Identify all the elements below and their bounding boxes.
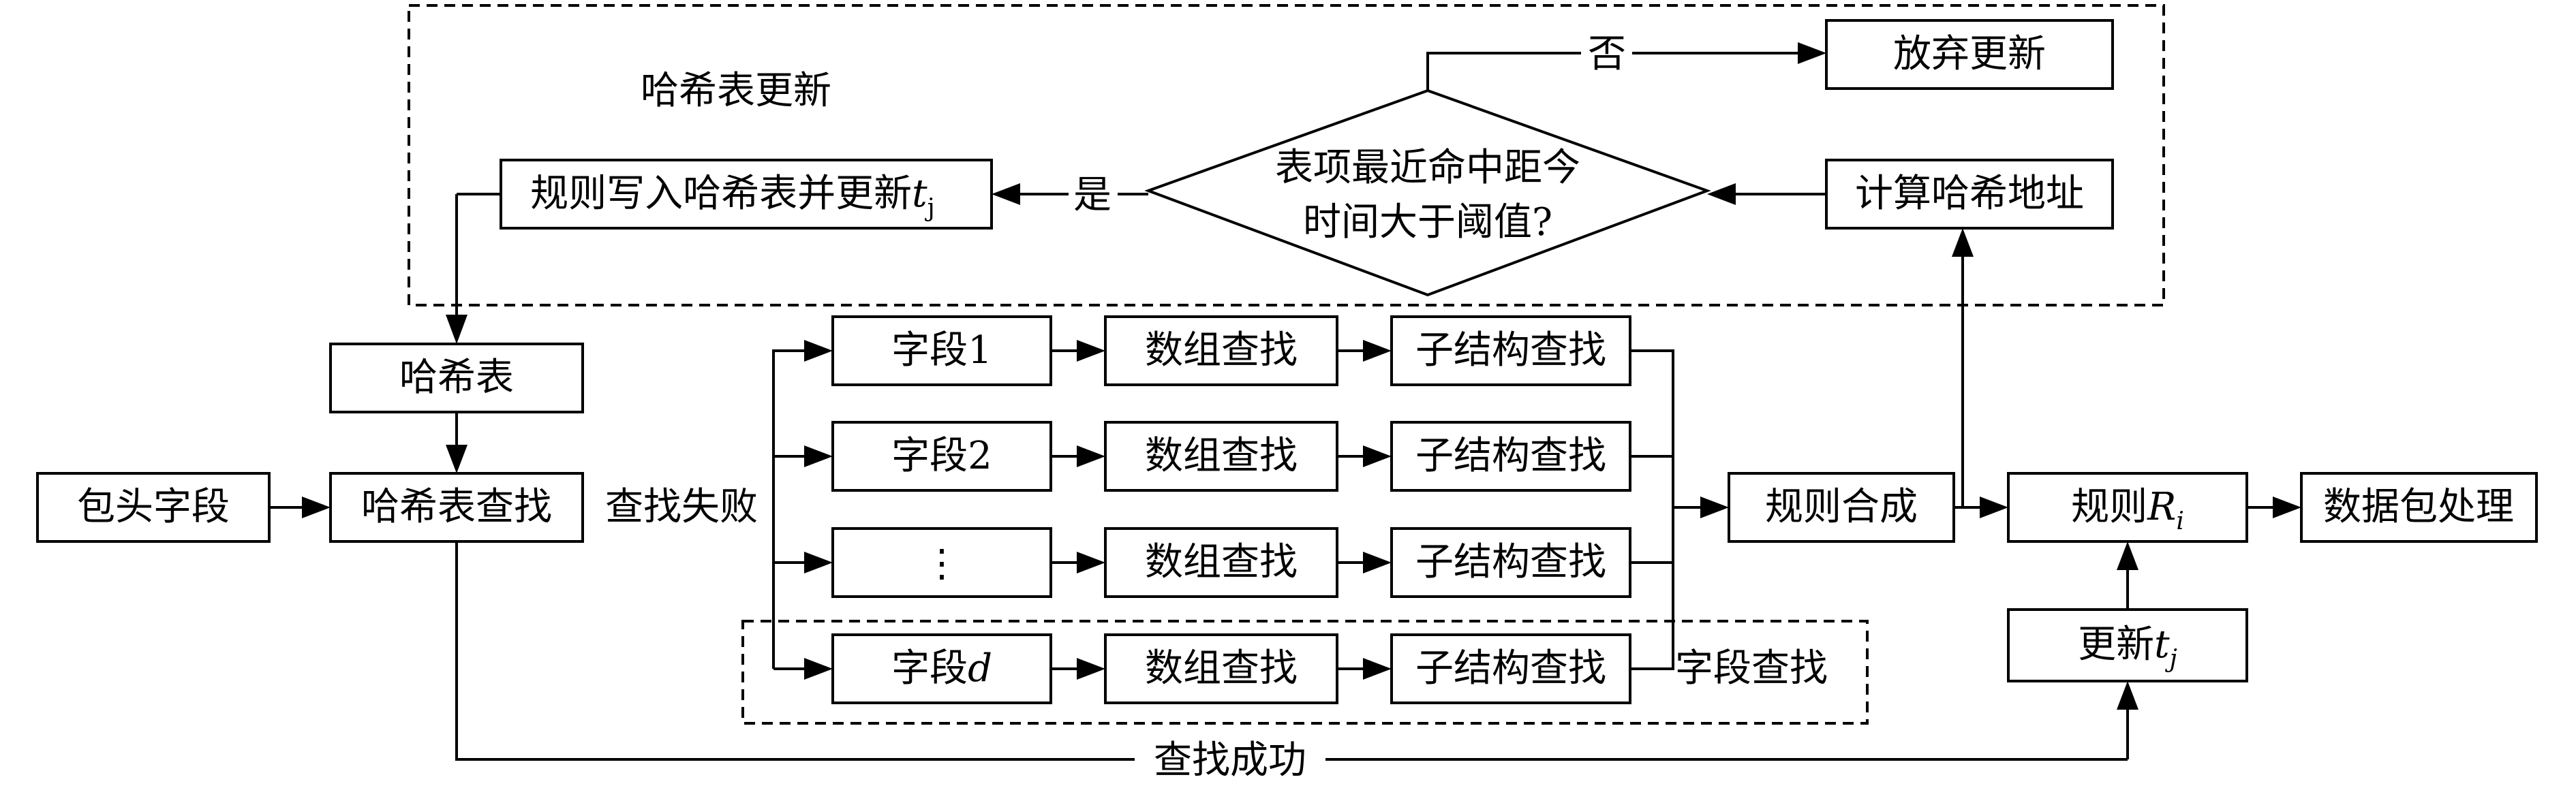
- condition-line1: 表项最近命中距今: [1275, 146, 1580, 190]
- condition-line2: 时间大于阈值?: [1303, 200, 1552, 245]
- arrow-to-rule-ri-2: [2117, 541, 2138, 570]
- array-lookup-1-label: 数组查找: [1145, 328, 1298, 373]
- substructure-lookup-3-box: [1390, 527, 1631, 598]
- calc-hash-address-box: [1825, 159, 2114, 230]
- condition-diamond: [1144, 89, 1711, 297]
- field-2-box: [831, 421, 1052, 492]
- no-label: 否: [1588, 32, 1626, 76]
- substructure-lookup-1-label: 子结构查找: [1415, 328, 1606, 373]
- hash-table-label: 哈希表: [399, 356, 514, 400]
- substructure-lookup-1-box: [1390, 315, 1631, 386]
- row2-arrow-b: [1363, 445, 1392, 467]
- row4-arrow-a: [1077, 658, 1105, 680]
- arrow-to-diamond: [1707, 183, 1736, 205]
- hash-update-title: 哈希表更新: [641, 69, 831, 113]
- substructure-lookup-4-box: [1390, 633, 1631, 704]
- array-lookup-2-label: 数组查找: [1145, 434, 1298, 478]
- rule-write-label: 规则写入哈希表并更新tj: [530, 172, 935, 222]
- give-up-update-label: 放弃更新: [1893, 32, 2046, 76]
- update-tj-label: 更新tj: [2078, 622, 2177, 673]
- row2-arrow-a: [1077, 445, 1105, 467]
- array-lookup-3-label: 数组查找: [1145, 540, 1298, 584]
- array-lookup-1-box: [1104, 315, 1338, 386]
- substructure-lookup-2-box: [1390, 421, 1631, 492]
- header-fields-label: 包头字段: [77, 485, 230, 529]
- arrow-to-give-up: [1798, 42, 1826, 64]
- substructure-lookup-2-label: 子结构查找: [1415, 434, 1606, 478]
- arrow-to-hash-lookup: [446, 445, 467, 473]
- arrow-to-field-d: [804, 658, 833, 680]
- update-tj-box: [2007, 608, 2248, 682]
- field-d-label: 字段d: [891, 646, 992, 691]
- rule-ri-box: [2007, 472, 2248, 543]
- field-dots-label: ⋮: [923, 541, 961, 586]
- field-1-label: 字段1: [891, 328, 992, 373]
- packet-processing-box: [2300, 472, 2538, 543]
- hash-lookup-box: [329, 472, 584, 543]
- no-path-line: [1426, 52, 1581, 91]
- packet-processing-label: 数据包处理: [2323, 485, 2514, 529]
- lookup-success-line: [455, 541, 1135, 761]
- array-lookup-4-label: 数组查找: [1145, 646, 1298, 691]
- arrow-to-rule-synthesis: [1700, 497, 1729, 518]
- hash-update-region: [408, 4, 2165, 306]
- header-fields-box: [36, 472, 271, 543]
- yes-label: 是: [1073, 173, 1111, 217]
- lookup-success-label-bg: [1137, 736, 1323, 783]
- hash-lookup-label: 哈希表查找: [361, 485, 552, 529]
- field-dots-box: [831, 527, 1052, 598]
- substructure-lookup-4-label: 子结构查找: [1415, 646, 1606, 691]
- field-lookup-label: 字段查找: [1675, 646, 1828, 691]
- arrow-to-update-tj: [2117, 681, 2138, 710]
- arrow-to-packet-processing: [2273, 497, 2301, 518]
- rule-synthesis-label: 规则合成: [1765, 485, 1918, 529]
- arrow-to-field-1: [804, 340, 833, 362]
- row3-arrow-a: [1077, 552, 1105, 573]
- arrow-to-field-dots: [804, 552, 833, 573]
- field-1-box: [831, 315, 1052, 386]
- calc-hash-address-label: 计算哈希地址: [1855, 172, 2084, 216]
- field-2-label: 字段2: [891, 434, 992, 478]
- arrow-to-hash-table: [446, 315, 467, 344]
- arrow-to-calc-hash: [1952, 228, 1974, 257]
- row3-arrow-b: [1363, 552, 1392, 573]
- row1-arrow-b: [1363, 340, 1392, 362]
- lookup-success-label: 查找成功: [1154, 738, 1306, 783]
- arrow-to-rule-write: [992, 183, 1020, 205]
- rule-write-box: [500, 159, 993, 230]
- arrow-to-rule-ri: [1980, 497, 2008, 518]
- row4-arrow-b: [1363, 658, 1392, 680]
- arrow-to-field-2: [804, 445, 833, 467]
- rule-ri-label: 规则Ri: [2071, 485, 2184, 535]
- substructure-lookup-3-label: 子结构查找: [1415, 540, 1606, 584]
- row1-arrow-a: [1077, 340, 1105, 362]
- field-d-box: [831, 633, 1052, 704]
- merge-bracket-top: [1630, 349, 1674, 670]
- lookup-fail-label: 查找失败: [605, 485, 758, 529]
- give-up-update-box: [1825, 19, 2114, 90]
- field-lookup-region: [741, 620, 1869, 725]
- arrow-to-hash-lookup-2: [302, 497, 331, 518]
